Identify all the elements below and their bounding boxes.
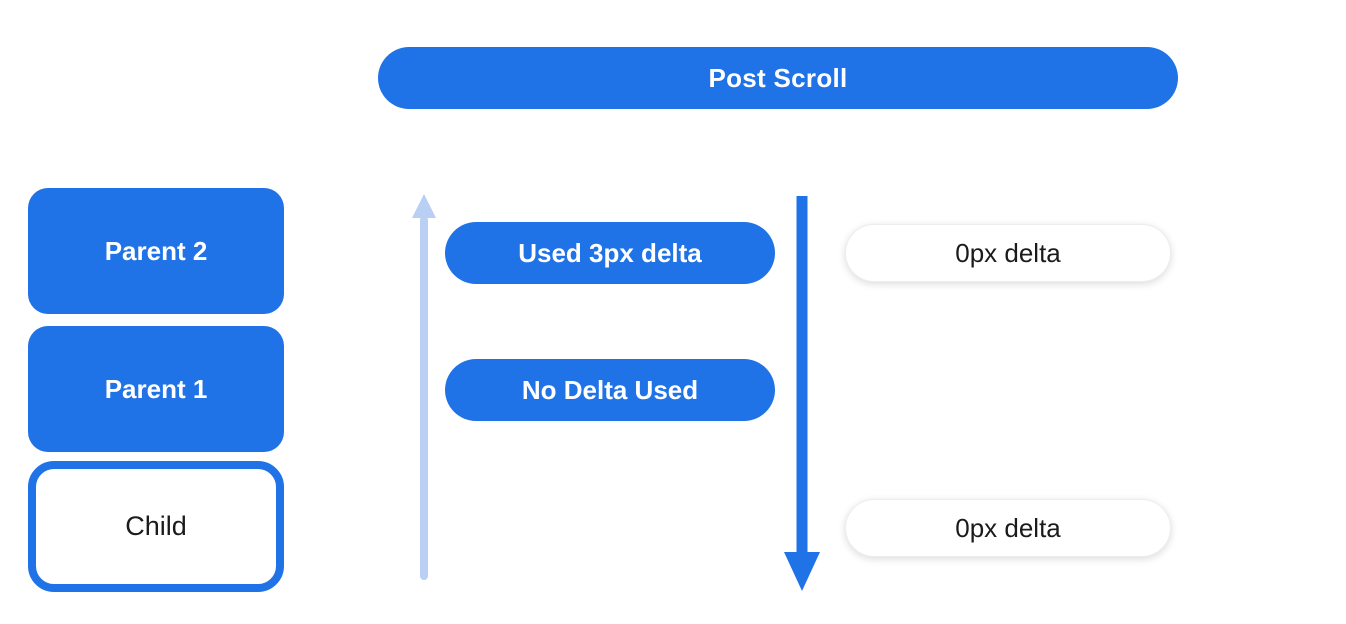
parent-1-box: Parent 1 <box>28 326 284 452</box>
parent-2-box: Parent 2 <box>28 188 284 314</box>
no-delta-pill: No Delta Used <box>445 359 775 421</box>
upward-scroll-arrow-icon <box>408 194 440 584</box>
zero-delta-pill-bottom: 0px delta <box>845 499 1171 557</box>
child-box: Child <box>28 461 284 592</box>
post-scroll-banner: Post Scroll <box>378 47 1178 109</box>
used-delta-pill: Used 3px delta <box>445 222 775 284</box>
downward-scroll-arrow-icon <box>782 196 822 591</box>
zero-delta-pill-top: 0px delta <box>845 224 1171 282</box>
